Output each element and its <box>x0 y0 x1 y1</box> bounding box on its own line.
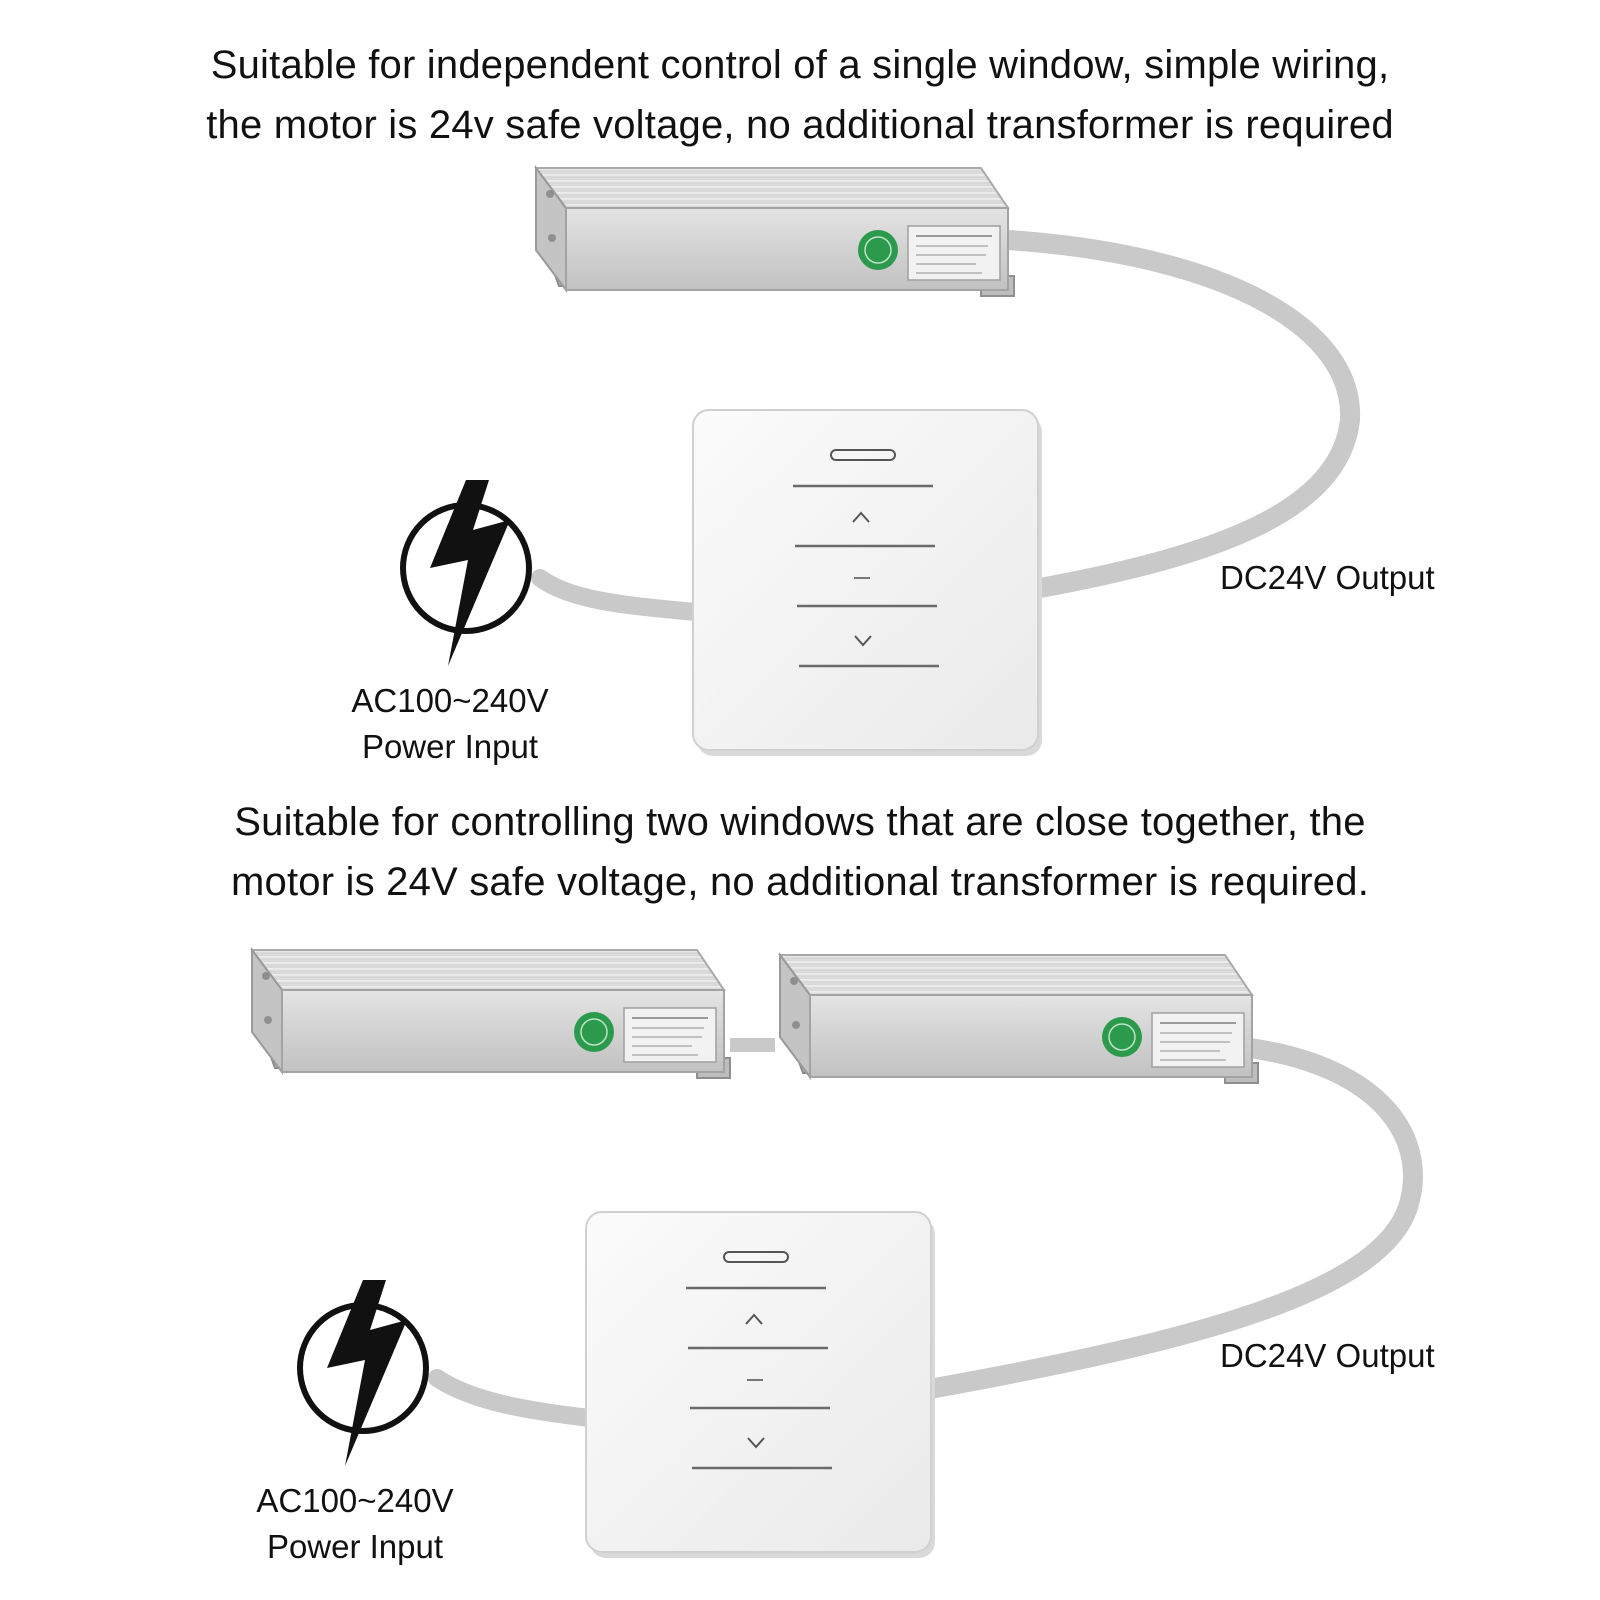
power-input-label-top: AC100~240V Power Input <box>320 678 580 770</box>
caption-single-window: Suitable for independent control of a si… <box>0 35 1600 155</box>
caption-line: Suitable for controlling two windows tha… <box>234 800 1366 844</box>
transformer-left <box>251 949 731 1079</box>
power-input-voltage: AC100~240V <box>256 1482 454 1519</box>
chevron-down-icon <box>854 635 872 647</box>
power-input-label-bottom: AC100~240V Power Input <box>225 1478 485 1570</box>
chevron-down-icon <box>747 1437 765 1449</box>
caption-line: the motor is 24v safe voltage, no additi… <box>206 103 1394 147</box>
dc-output-label-top: DC24V Output <box>1220 559 1435 596</box>
caption-line: Suitable for independent control of a si… <box>210 43 1390 87</box>
transformer-top <box>535 167 1015 297</box>
power-input-caption: Power Input <box>266 1528 444 1565</box>
caption-line: motor is 24V safe voltage, no additional… <box>230 860 1370 904</box>
switch-panel-bottom <box>584 1210 937 1560</box>
lightning-bolt-icon <box>300 1280 426 1466</box>
cable-input-top <box>531 569 704 621</box>
transformer-right <box>779 954 1259 1084</box>
chevron-up-icon <box>745 1313 763 1325</box>
cable-input-bottom <box>428 1369 599 1427</box>
power-input-voltage: AC100~240V <box>351 682 549 719</box>
power-input-caption: Power Input <box>361 728 539 765</box>
cable-output-top <box>998 230 1361 598</box>
cable-output-bottom <box>925 1038 1423 1398</box>
caption-two-windows: Suitable for controlling two windows tha… <box>0 792 1600 912</box>
chevron-up-icon <box>852 511 870 523</box>
dc-output-label-bottom: DC24V Output <box>1220 1337 1435 1374</box>
lightning-bolt-icon <box>403 480 529 666</box>
switch-panel-top <box>691 408 1044 758</box>
